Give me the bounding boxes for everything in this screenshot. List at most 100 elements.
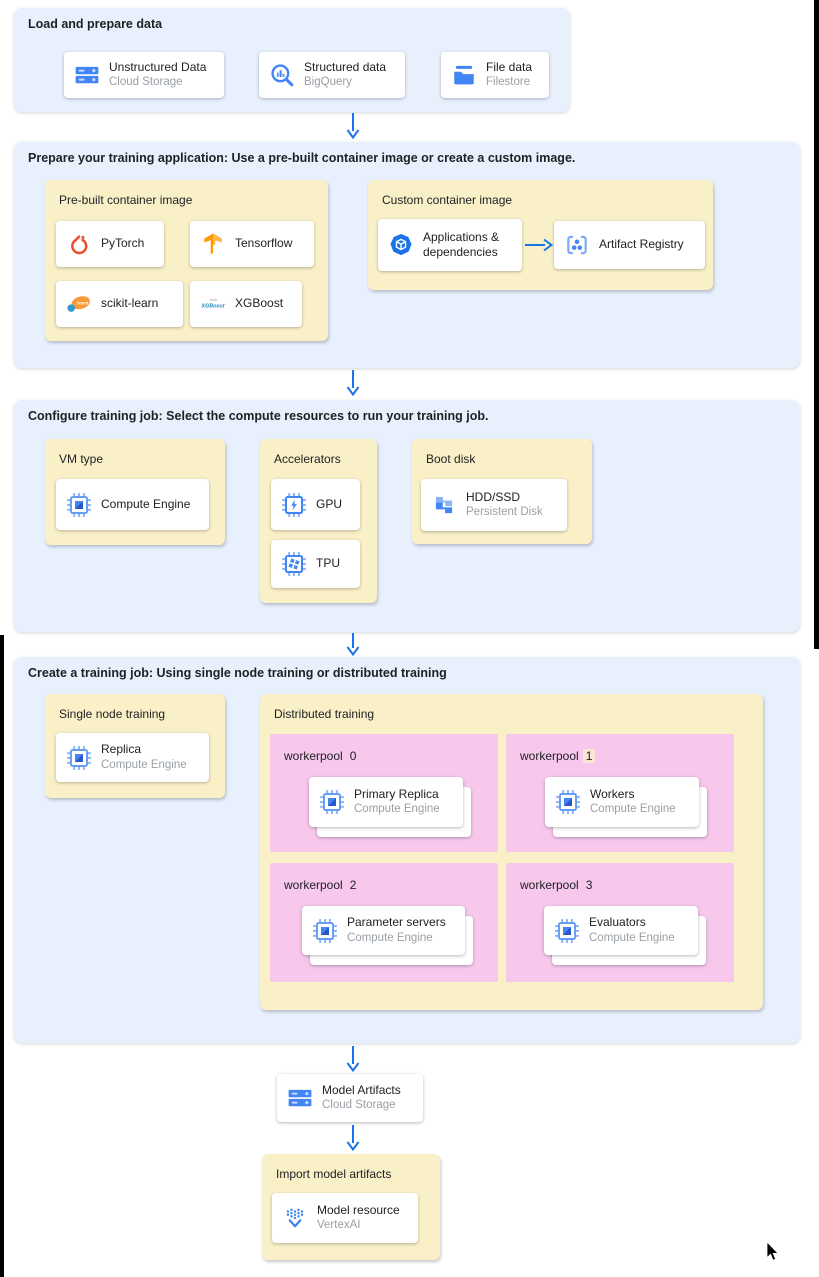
- artifact-registry-icon: [564, 232, 590, 258]
- card-title: TPU: [316, 556, 340, 571]
- card-subtitle: BigQuery: [304, 76, 352, 89]
- compute-engine-icon: [319, 789, 345, 815]
- card-title: Tensorflow: [235, 236, 293, 251]
- card-title: Unstructured Data: [109, 59, 207, 74]
- card-title: GPU: [316, 496, 343, 511]
- card-title: Model Artifacts: [322, 1082, 401, 1097]
- card-file-data: File data Filestore: [441, 52, 549, 98]
- card-title: Artifact Registry: [599, 237, 684, 252]
- card-subtitle: Persistent Disk: [466, 506, 543, 519]
- compute-engine-icon: [66, 492, 92, 518]
- card-subtitle: Filestore: [486, 76, 531, 89]
- mouse-cursor: [766, 1242, 779, 1261]
- pool-number: 0: [349, 749, 357, 763]
- screen-edge-bar-left: [0, 635, 4, 1277]
- card-model-artifacts: Model Artifacts Cloud Storage: [277, 1074, 423, 1122]
- section-configure-training-job: Configure training job: Select the compu…: [14, 400, 800, 632]
- group-custom-container-image: Custom container image Applications & de…: [368, 180, 713, 290]
- card-scikit-learn: scikit-learn: [56, 281, 183, 327]
- screen-edge-bar-right: [814, 0, 819, 649]
- pool-number-highlighted: 1: [582, 749, 596, 763]
- compute-engine-icon: [66, 745, 92, 771]
- section-title: Prepare your training application: Use a…: [28, 151, 576, 165]
- card-compute-engine: Compute Engine: [56, 479, 209, 530]
- scikit-learn-icon: [66, 291, 92, 317]
- card-subtitle: Cloud Storage: [109, 76, 183, 89]
- filestore-icon: [451, 62, 477, 88]
- card-title: HDD/SSD: [466, 489, 521, 504]
- card-title: File data: [486, 59, 533, 74]
- compute-engine-icon: [312, 918, 338, 944]
- card-evaluators: Evaluators Compute Engine: [544, 906, 698, 955]
- card-subtitle: Cloud Storage: [322, 1099, 396, 1112]
- section-prepare-training-application: Prepare your training application: Use a…: [14, 142, 800, 368]
- card-replica: Replica Compute Engine: [56, 733, 209, 782]
- cloud-storage-icon: [287, 1085, 313, 1111]
- card-pytorch: PyTorch: [56, 221, 164, 267]
- card-subtitle: Compute Engine: [590, 803, 676, 816]
- card-subtitle: Compute Engine: [354, 803, 440, 816]
- card-title: Primary Replica: [354, 786, 439, 801]
- group-title: Pre-built container image: [59, 193, 193, 207]
- card-hdd-ssd: HDD/SSD Persistent Disk: [421, 479, 567, 531]
- group-prebuilt-container-image: Pre-built container image PyTorch Tensor…: [45, 180, 328, 341]
- card-title: PyTorch: [101, 236, 145, 251]
- flow-arrow-down: [346, 633, 360, 656]
- flow-arrow-right: [525, 238, 553, 252]
- card-tpu: TPU: [271, 540, 360, 588]
- card-title: Applications & dependencies: [423, 230, 500, 259]
- section-load-and-prepare-data: Load and prepare data Unstructured Data …: [14, 8, 570, 112]
- section-title: Configure training job: Select the compu…: [28, 409, 489, 423]
- group-vm-type: VM type Compute Engine: [45, 439, 225, 545]
- flow-arrow-down: [346, 1125, 360, 1151]
- card-applications-dependencies: Applications & dependencies: [378, 219, 522, 271]
- card-title: Replica: [101, 742, 142, 757]
- vertex-ai-icon: [282, 1205, 308, 1231]
- compute-engine-icon: [555, 789, 581, 815]
- flow-arrow-down: [346, 113, 360, 139]
- group-import-model-artifacts: Import model artifacts Model resource Ve…: [262, 1154, 440, 1260]
- persistent-disk-icon: [431, 492, 457, 518]
- card-title: Compute Engine: [101, 496, 191, 511]
- compute-engine-icon: [554, 918, 580, 944]
- card-title: Structured data: [304, 59, 387, 74]
- card-subtitle: Compute Engine: [589, 931, 675, 944]
- card-title: Model resource: [317, 1202, 400, 1217]
- section-create-training-job: Create a training job: Using single node…: [14, 657, 800, 1043]
- card-model-resource: Model resource VertexAI: [272, 1193, 418, 1243]
- section-title: Create a training job: Using single node…: [28, 666, 447, 680]
- gpu-icon: [281, 492, 307, 518]
- xgboost-icon: [200, 291, 226, 317]
- tpu-icon: [281, 551, 307, 577]
- group-title: Boot disk: [426, 452, 476, 466]
- applications-dependencies-icon: [388, 232, 414, 258]
- card-subtitle: VertexAI: [317, 1219, 361, 1232]
- card-title: Workers: [590, 786, 635, 801]
- card-title: XGBoost: [235, 296, 284, 311]
- card-xgboost: XGBoost: [190, 281, 302, 327]
- card-workers: Workers Compute Engine: [545, 777, 699, 827]
- group-accelerators: Accelerators GPU TPU: [260, 439, 377, 603]
- group-title: Import model artifacts: [276, 1167, 392, 1181]
- cloud-storage-icon: [74, 62, 100, 88]
- group-title: Accelerators: [274, 452, 341, 466]
- pool-number: 3: [585, 878, 593, 892]
- card-unstructured-data: Unstructured Data Cloud Storage: [64, 52, 224, 98]
- group-title: VM type: [59, 452, 104, 466]
- group-title: Distributed training: [274, 707, 375, 721]
- card-tensorflow: Tensorflow: [190, 221, 314, 267]
- card-structured-data: Structured data BigQuery: [259, 52, 405, 98]
- group-single-node-training: Single node training Replica Compute Eng…: [45, 694, 225, 798]
- pool-number: 2: [349, 878, 357, 892]
- card-subtitle: Compute Engine: [101, 758, 187, 771]
- card-parameter-servers: Parameter servers Compute Engine: [302, 906, 465, 955]
